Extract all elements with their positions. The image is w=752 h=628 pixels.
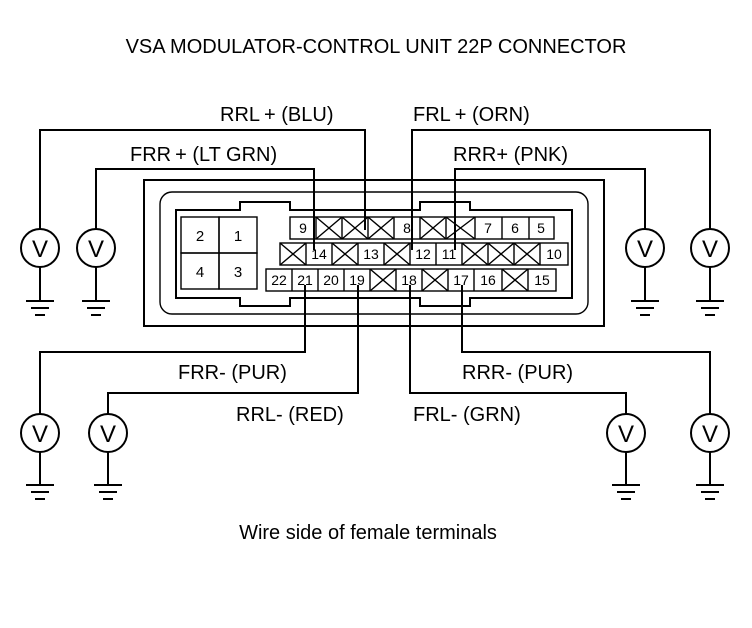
terminal-8: 8 (403, 220, 411, 236)
connector-housing (143, 179, 605, 327)
diagram-title: VSA MODULATOR-CONTROL UNIT 22P CONNECTOR (126, 36, 627, 58)
lower-wiring (39, 285, 711, 414)
terminal-row-3: 22 21 20 19 18 17 16 15 (265, 268, 557, 292)
wire-label-rrl-plus: RRL + (BLU) (220, 104, 333, 126)
terminal-2: 2 (196, 228, 204, 245)
voltmeter-symbol: V (88, 236, 104, 263)
voltmeter-symbol: V (702, 421, 718, 448)
voltmeter-frr-plus: V (20, 228, 60, 316)
voltmeter-frl-plus: V (690, 228, 730, 316)
voltmeter-symbol: V (32, 236, 48, 263)
terminal-14: 14 (311, 246, 327, 262)
terminal-10: 10 (546, 246, 562, 262)
terminal-18: 18 (401, 272, 417, 288)
wire-label-frl-minus: FRL- (GRN) (413, 404, 521, 426)
voltmeter-symbol: V (100, 421, 116, 448)
voltmeter-rrr-minus: V (690, 413, 730, 500)
terminal-15: 15 (534, 272, 550, 288)
terminal-7: 7 (484, 220, 492, 236)
terminal-9: 9 (299, 220, 307, 236)
terminal-5: 5 (537, 220, 545, 236)
voltmeter-symbol: V (32, 421, 48, 448)
wire-label-frr-plus: FRR + (LT GRN) (130, 144, 277, 166)
terminal-21: 21 (297, 272, 313, 288)
terminal-row-1: 9 8 7 6 5 (289, 216, 555, 240)
voltmeter-rrl-minus: V (88, 413, 128, 500)
wire-label-frl-plus: FRL + (ORN) (413, 104, 530, 126)
terminal-12: 12 (415, 246, 431, 262)
upper-wiring (39, 129, 711, 250)
terminal-6: 6 (511, 220, 519, 236)
diagram-caption: Wire side of female terminals (239, 522, 497, 544)
terminal-3: 3 (234, 264, 242, 281)
voltmeter-frl-minus: V (606, 413, 646, 500)
terminal-17: 17 (453, 272, 469, 288)
voltmeter-frr-minus: V (20, 413, 60, 500)
voltmeter-symbol: V (637, 236, 653, 263)
terminal-4: 4 (196, 264, 204, 281)
wire-label-rrr-plus: RRR+ (PNK) (453, 144, 568, 166)
terminal-16: 16 (480, 272, 496, 288)
voltmeter-rrr-plus: V (625, 228, 665, 316)
large-terminal-block: 2 1 4 3 (180, 216, 258, 290)
wire-label-rrr-minus: RRR- (PUR) (462, 362, 573, 384)
terminal-11: 11 (442, 246, 457, 262)
terminal-row-2: 14 13 12 11 10 (279, 242, 569, 266)
voltmeter-symbol: V (702, 236, 718, 263)
terminal-1: 1 (234, 228, 242, 245)
terminal-20: 20 (323, 272, 339, 288)
wire-label-rrl-minus: RRL- (RED) (236, 404, 344, 426)
voltmeter-symbol: V (618, 421, 634, 448)
wire-label-frr-minus: FRR- (PUR) (178, 362, 287, 384)
terminal-22: 22 (271, 272, 287, 288)
voltmeter-rrl-plus: V (76, 228, 116, 316)
terminal-13: 13 (363, 246, 379, 262)
terminal-19: 19 (349, 272, 365, 288)
